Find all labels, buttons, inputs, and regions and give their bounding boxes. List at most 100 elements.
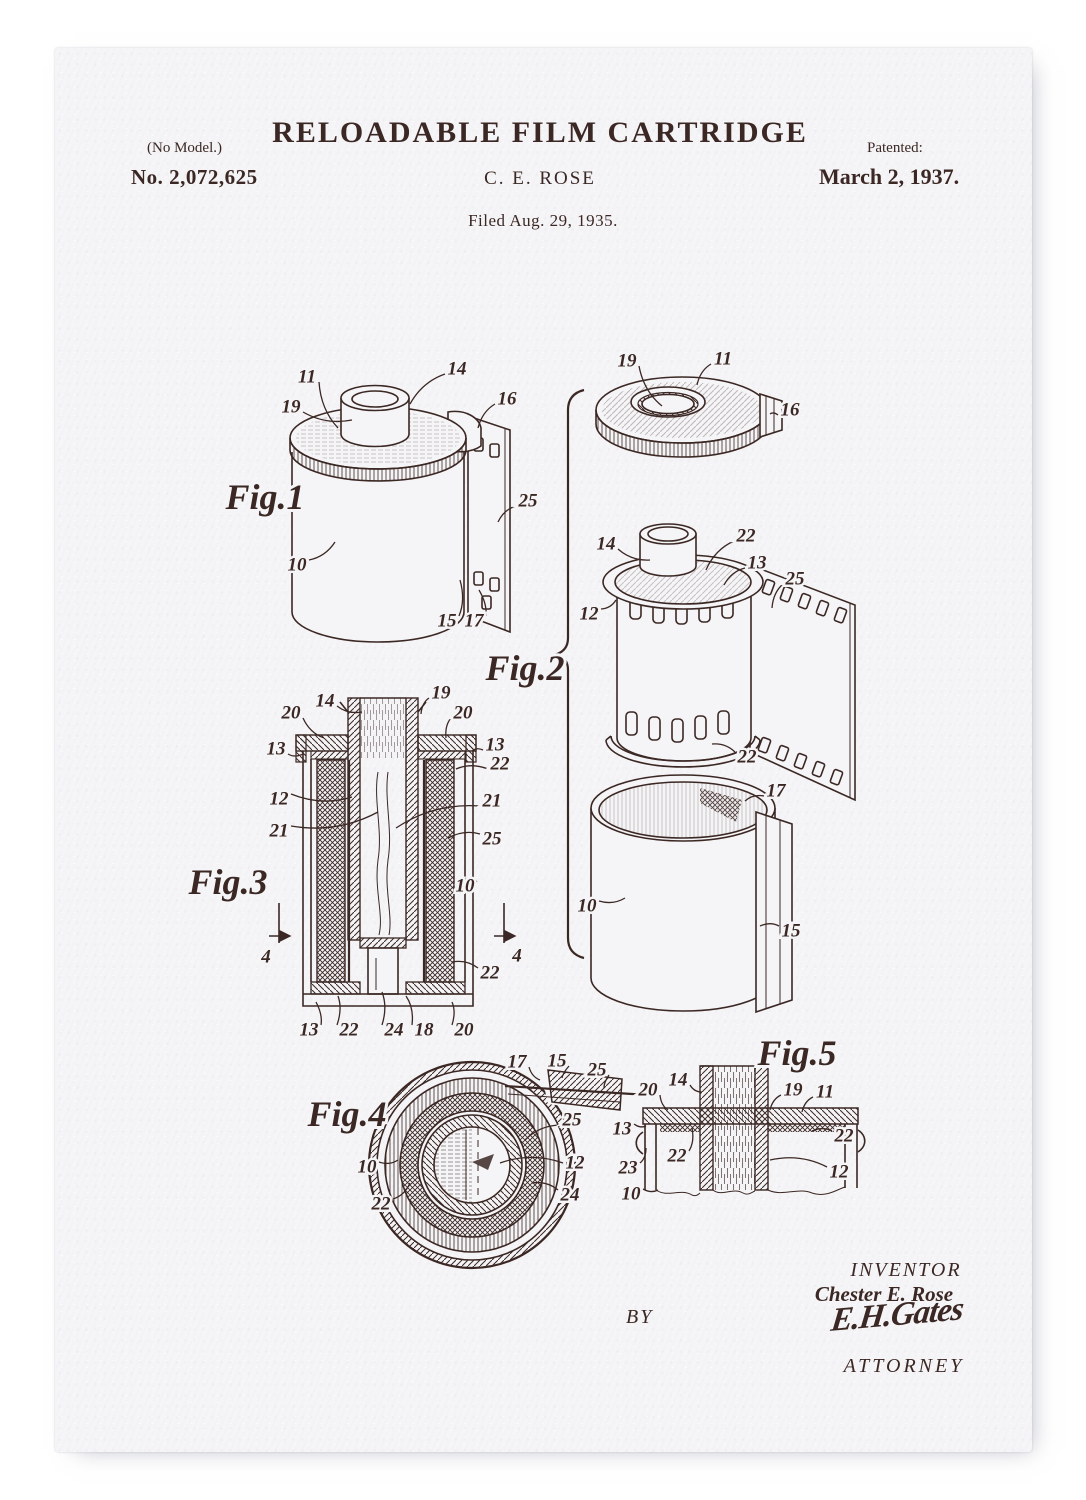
callout-leader [445,717,452,739]
inventor-name-signature: Chester E. Rose [814,1282,954,1306]
fig2-drawing [553,376,856,1014]
callout-leader [336,995,341,1026]
figure-label: Fig.4 [306,1094,386,1134]
callout-number: 15 [548,1051,568,1072]
fig1-drawing [289,384,511,643]
patent-number: No. 2,072,625 [131,165,258,189]
callout-leader [688,1127,694,1152]
callout-leader [308,541,336,561]
callout-number: 19 [618,351,638,372]
callout-number: 17 [508,1052,529,1073]
callout-number: 22 [834,1126,855,1147]
section-arrow-left [269,903,289,943]
callout-number: 14 [597,534,616,555]
callout-number: 20 [281,703,302,724]
callout-leader [561,1065,570,1079]
callout-number: 16 [781,400,801,421]
callout-leader [455,765,489,770]
callout-leader [287,753,304,757]
callout-leader [528,1066,541,1081]
callout-number: 22 [490,754,511,775]
callout-number: 4 [511,946,522,967]
callout-number: 12 [830,1162,850,1183]
callout-leader [378,1159,399,1165]
callout-leader [689,1084,703,1093]
callout-leader [395,804,481,829]
callout-number: 20 [638,1080,659,1101]
patent-title: RELOADABLE FILM CARTRIDGE [272,116,808,149]
callout-number: 21 [269,821,289,842]
callout-leader [603,1074,610,1089]
callout-number: 12 [566,1153,586,1174]
callout-leader [302,411,353,423]
fig4-drawing [367,1060,649,1270]
callout-number: 22 [339,1020,360,1041]
inventor-caption: INVENTOR [850,1259,962,1281]
callout-number: 17 [465,611,486,632]
callout-leader [711,743,736,753]
fig3-drawing [269,697,514,1007]
callout-leader [659,1094,669,1111]
callout-number: 24 [384,1020,404,1041]
callout-leader [302,717,325,739]
callout-number: 20 [454,1020,475,1041]
callout-number: 10 [456,876,476,897]
callout-leader [642,1188,659,1193]
callout-number: 22 [736,526,757,547]
callout-number: 21 [482,791,502,812]
callout-leader [478,589,487,617]
callout-number: 10 [622,1184,642,1205]
patent-sheet [55,48,1032,1452]
no-model-note: (No Model.) [147,140,222,156]
callout-number: 14 [316,691,335,712]
callout-number: 13 [486,735,505,756]
section-arrow-right [494,903,514,943]
patented-date: March 2, 1937. [819,164,960,189]
callout-number: 11 [714,349,732,370]
callout-leader [336,705,363,714]
figure-label: Fig.5 [756,1033,836,1073]
callout-leader [318,381,339,429]
callout-leader [769,1157,828,1168]
callout-number: 13 [300,1020,319,1041]
callout-number: 4 [260,947,271,968]
callout-leader [315,1001,322,1026]
callout-leader [392,1182,411,1200]
callout-leader [499,1156,564,1164]
attorney-caption: ATTORNEY [843,1355,965,1377]
callout-leader [633,1123,647,1128]
callout-number: 16 [498,389,518,410]
callout-leader [759,923,780,927]
callout-leader [638,365,663,407]
callout-number: 11 [298,367,316,388]
callout-number: 25 [587,1060,608,1081]
callout-number: 15 [782,921,802,942]
callout-leader [771,583,784,609]
callout-number: 13 [748,553,767,574]
callout-leader [472,879,478,882]
callout-number: 10 [288,555,308,576]
callout-leader [451,960,479,969]
callout-leader [531,1181,559,1191]
callout-number: 10 [578,896,598,917]
callout-leader [769,412,779,416]
callout-number: 10 [358,1157,378,1178]
callout-number: 22 [737,747,758,768]
patented-label: Patented: [867,140,923,156]
callout-number: 12 [580,604,600,625]
callout-leader [639,1147,647,1164]
callout-leader [458,579,464,617]
callout-number: 11 [816,1082,834,1103]
fig5-drawing [635,1065,866,1197]
by-label: BY [626,1306,654,1328]
callout-number: 23 [618,1158,638,1179]
filed-date: Filed Aug. 29, 1935. [468,211,618,230]
figure-label: Fig.2 [484,648,564,688]
callout-number: 13 [613,1119,632,1140]
callout-leader [524,1124,561,1141]
callout-leader [497,505,517,523]
callout-number: 17 [767,781,788,802]
figure-label: Fig.3 [187,862,267,902]
